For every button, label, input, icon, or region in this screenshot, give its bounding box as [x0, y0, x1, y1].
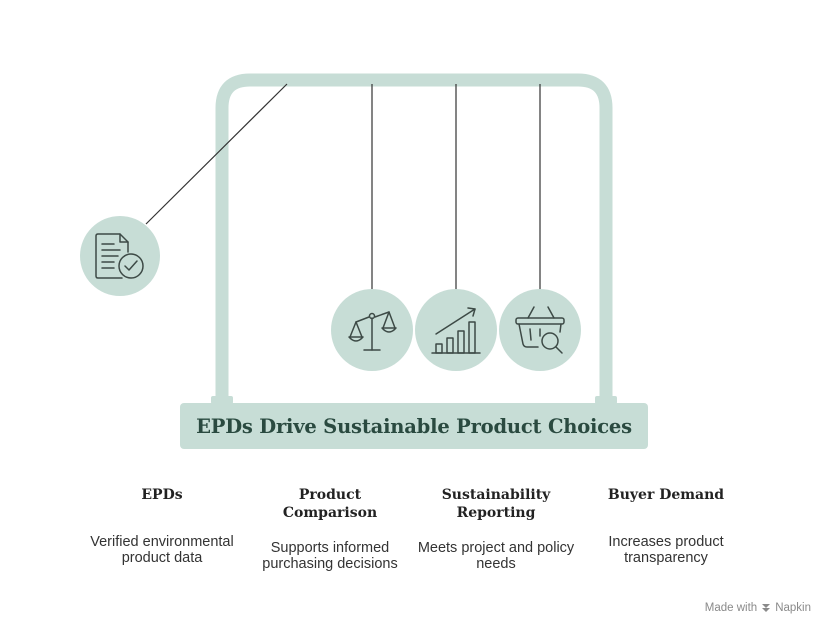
- diagram-title: EPDs Drive Sustainable Product Choices: [196, 414, 632, 438]
- ball-reporting: [415, 289, 497, 371]
- item-product-comparison: Product Comparison Supports informed pur…: [250, 486, 410, 572]
- cradle-frame: [215, 73, 613, 398]
- cradle-base: [180, 403, 648, 449]
- frame-foot-right: [595, 396, 617, 404]
- balance-scale-icon: [348, 311, 397, 351]
- item-heading: Buyer Demand: [607, 487, 725, 503]
- item-epds: EPDs Verified environmental product data: [82, 486, 242, 566]
- item-heading: Sustainability Reporting: [441, 487, 551, 521]
- ball-comparison: [331, 289, 413, 371]
- item-buyer-demand: Buyer Demand Increases product transpare…: [586, 486, 746, 566]
- ball-epds: [80, 216, 160, 296]
- basket-search-icon: [515, 306, 565, 354]
- string-epds: [145, 83, 288, 225]
- ball-demand: [499, 289, 581, 371]
- frame-foot-left: [211, 396, 233, 404]
- item-description: Increases product transparency: [608, 534, 724, 566]
- item-description: Verified environmental product data: [90, 534, 234, 566]
- growth-chart-icon: [431, 307, 481, 354]
- made-with-napkin[interactable]: Made with Napkin: [705, 602, 811, 614]
- made-with-label: Made with: [704, 602, 758, 614]
- napkin-brand: Napkin: [775, 602, 811, 614]
- document-check-icon: [95, 233, 144, 279]
- item-heading: EPDs: [141, 487, 183, 503]
- item-heading: Product Comparison: [282, 487, 378, 521]
- item-sustainability-reporting: Sustainability Reporting Meets project a…: [416, 486, 576, 572]
- item-description: Supports informed purchasing decisions: [262, 540, 398, 572]
- napkin-logo-icon: [762, 604, 771, 612]
- item-description: Meets project and policy needs: [417, 540, 575, 572]
